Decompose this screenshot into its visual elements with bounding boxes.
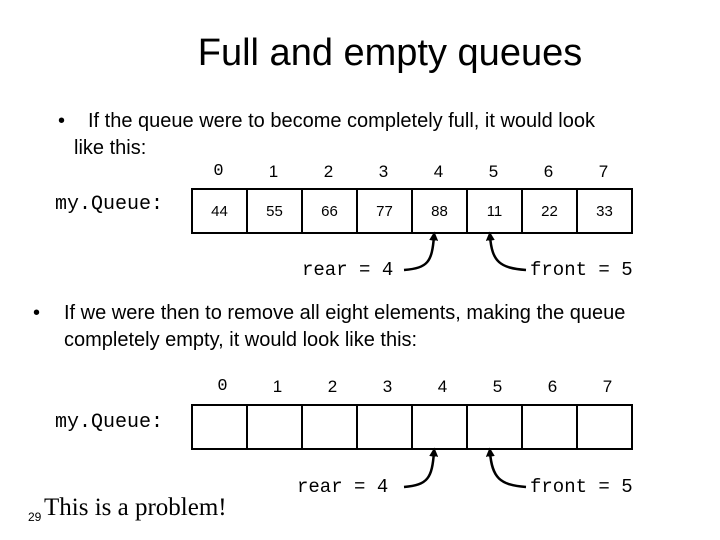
empty-queue-array (191, 404, 633, 450)
array-cell: 22 (523, 190, 578, 232)
index-label: 1 (268, 162, 279, 181)
array-cell (303, 406, 358, 448)
empty-front-arrow (485, 447, 527, 489)
full-front-pointer-label: front = 5 (530, 259, 633, 281)
problem-note: This is a problem! (44, 494, 227, 521)
index-label: 3 (378, 162, 389, 181)
array-cell: 11 (468, 190, 523, 232)
index-label: 2 (327, 377, 338, 396)
bullet-2-line-1: If we were then to remove all eight elem… (64, 302, 626, 324)
array-cell (358, 406, 413, 448)
full-queue-indices: 0 1 2 3 4 5 6 7 (191, 161, 631, 183)
empty-queue-label: my.Queue: (55, 411, 164, 434)
index-label: 5 (492, 377, 503, 396)
bullet-dot-1: • (58, 110, 66, 132)
full-queue-array: 44 55 66 77 88 11 22 33 (191, 188, 633, 234)
index-label: 6 (547, 377, 558, 396)
array-cell (193, 406, 248, 448)
array-cell: 66 (303, 190, 358, 232)
array-cell (523, 406, 578, 448)
array-cell (248, 406, 303, 448)
index-label: 4 (433, 162, 444, 181)
index-label: 6 (543, 162, 554, 181)
index-label: 5 (488, 162, 499, 181)
array-cell: 33 (596, 202, 613, 220)
bullet-2-line-2: completely empty, it would look like thi… (64, 329, 418, 351)
bullet-1-line-2: like this: (74, 137, 147, 159)
full-rear-arrow (403, 231, 439, 272)
index-label: 3 (382, 377, 393, 396)
empty-queue-indices: 0 1 2 3 4 5 6 7 (195, 376, 635, 398)
empty-rear-pointer-label: rear = 4 (297, 476, 389, 498)
index-label: 7 (598, 162, 609, 181)
full-front-arrow (485, 231, 527, 272)
array-cell: 77 (358, 190, 413, 232)
page-number: 29 (28, 510, 42, 524)
slide-title: Full and empty queues (197, 32, 583, 74)
index-label: 1 (272, 377, 283, 396)
full-rear-pointer-label: rear = 4 (302, 259, 394, 281)
index-label: 2 (323, 162, 334, 181)
full-queue-label: my.Queue: (55, 193, 164, 216)
bullet-1-line-1: If the queue were to become completely f… (88, 110, 595, 132)
array-cell: 44 (193, 190, 248, 232)
empty-rear-arrow (403, 447, 439, 489)
index-label: 4 (437, 377, 448, 396)
bullet-dot-2: • (33, 302, 41, 324)
array-cell (413, 406, 468, 448)
array-cell (468, 406, 523, 448)
array-cell: 55 (248, 190, 303, 232)
index-label: 7 (602, 377, 613, 396)
empty-front-pointer-label: front = 5 (530, 476, 633, 498)
index-label: 0 (217, 377, 228, 396)
array-cell: 88 (413, 190, 468, 232)
index-label: 0 (213, 162, 224, 181)
